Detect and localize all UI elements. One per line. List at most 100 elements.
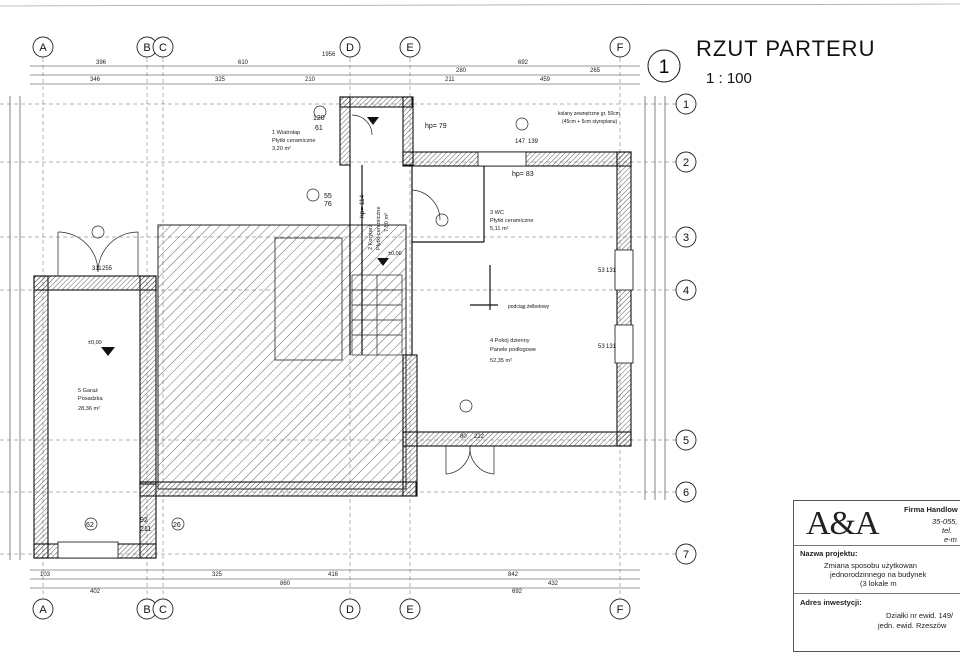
room-1-area: 3,20 m² xyxy=(272,146,291,152)
company-logo: A&A xyxy=(806,505,880,542)
opening-tags: 120 61 147 139 55 76 53 131 53 131 311 2… xyxy=(86,115,617,533)
firm-email: e-m xyxy=(944,535,957,544)
grid-bubble-row-7-label: 7 xyxy=(683,549,689,561)
room-4-name: 4 Pokój dzienny xyxy=(490,338,530,344)
hp-79-label: hp= 79 xyxy=(425,123,447,130)
grid-bubble-col-f: F xyxy=(609,36,631,58)
project-line-3: (3 lokale m xyxy=(860,579,897,588)
grid-bubble-col-d: D xyxy=(339,598,361,620)
room-5-area: 28,36 m² xyxy=(78,406,100,412)
dimension-chain-left xyxy=(9,96,21,560)
room-1-name: 1 Wiatrołap xyxy=(272,130,300,136)
room-3-floor: Płytki ceramiczne xyxy=(490,218,534,224)
grid-bubble-col-d-label: D xyxy=(346,42,354,54)
sheet-border xyxy=(0,3,960,7)
grid-bubble-col-c: C xyxy=(152,598,174,620)
room-5-name: 5 Garaż xyxy=(78,388,98,394)
tag-circles xyxy=(84,105,529,531)
grid-bubble-col-c-label: C xyxy=(159,604,167,616)
grid-bubble-row-3-label: 3 xyxy=(683,232,689,244)
dim-label: 103 xyxy=(40,572,51,578)
opening-tag-sub: 139 xyxy=(528,139,539,145)
hp-114-label: hp= 114 xyxy=(359,194,366,218)
title-block-divider xyxy=(794,593,960,594)
grid-bubble-col-b-label: B xyxy=(143,42,150,54)
dimension-chain-right xyxy=(644,96,666,500)
dim-label: 692 xyxy=(518,60,529,66)
opening-tag: 92 xyxy=(140,517,148,524)
level-label: ±0,00 xyxy=(388,251,402,257)
grid-bubble-col-d-label: D xyxy=(346,604,354,616)
drawing-title: RZUT PARTERU xyxy=(696,36,876,61)
dim-label: 325 xyxy=(212,572,223,578)
grid-bubble-col-a: A xyxy=(32,36,54,58)
opening-tag: 147 xyxy=(515,139,526,145)
address-line-1: Działki nr ewid. 149/ xyxy=(886,611,954,620)
level-label-garage: ±0,00 xyxy=(88,340,102,346)
address-line-2: jedn. ewid. Rzeszów xyxy=(878,621,947,630)
sheet-number: 1 xyxy=(659,57,670,78)
grid-bubble-col-e: E xyxy=(399,36,421,58)
dim-label: 842 xyxy=(508,572,519,578)
dim-label: 265 xyxy=(590,68,601,74)
room-1-floor: Płytki ceramiczne xyxy=(272,138,316,144)
room-3-area: 5,11 m² xyxy=(490,226,509,232)
room-2-area: 7,50 m² xyxy=(384,213,390,232)
grid-bubble-row-2-label: 2 xyxy=(683,157,689,169)
opening-tag: 120 xyxy=(313,115,325,122)
opening-tag: 62 xyxy=(86,522,94,529)
dim-label: 860 xyxy=(280,581,291,587)
opening-tag-sub: 131 xyxy=(606,344,617,350)
dim-label: 210 xyxy=(305,77,316,83)
wall-note-2: (45cm + 5cm styropianu) xyxy=(562,119,617,125)
grid-bubble-col-f: F xyxy=(609,598,631,620)
partitions xyxy=(349,165,498,355)
dimension-chain-top xyxy=(30,65,640,85)
firm-address: 35-055, xyxy=(932,517,958,526)
grid-bubble-row-4-label: 4 xyxy=(683,285,689,297)
grid-bubble-row-4: 4 xyxy=(675,279,697,301)
grid-bubble-row-6: 6 xyxy=(675,481,697,503)
room-4-area: 52,35 m² xyxy=(490,358,512,364)
windows xyxy=(57,151,634,559)
opening-tag-sub: 131 xyxy=(606,268,617,274)
opening-tag: 80 xyxy=(460,434,467,440)
opening-tag-sub: 222 xyxy=(474,434,485,440)
room-2-floor: Płytki ceramiczne xyxy=(376,206,382,250)
drawing-scale: 1 : 100 xyxy=(706,70,752,87)
grid-bubble-row-5: 5 xyxy=(675,429,697,451)
sheet-number-circle xyxy=(647,49,681,83)
investment-address-label: Adres inwestycji: xyxy=(800,598,862,607)
dim-label: 280 xyxy=(456,68,467,74)
dim-label: 346 xyxy=(90,77,101,83)
grid-bubble-col-a: A xyxy=(32,598,54,620)
grid-bubble-col-a-label: A xyxy=(39,42,47,54)
grid-bubble-col-c-label: C xyxy=(159,42,167,54)
grid-bubble-col-f-label: F xyxy=(617,604,624,616)
grid-bubble-row-6-label: 6 xyxy=(683,487,689,499)
grid-bubble-row-1-label: 1 xyxy=(683,99,689,111)
title-block: A&A Firma Handlow 35-055, tel. e-m Nazwa… xyxy=(793,500,960,652)
grid-bubble-row-7: 7 xyxy=(675,543,697,565)
grid-bubbles-right: 1 2 3 4 5 6 7 xyxy=(675,93,697,565)
opening-tag: 311 xyxy=(92,266,102,272)
grid-bubble-row-1: 1 xyxy=(675,93,697,115)
room-2-name: 2 Korytarz xyxy=(368,224,374,250)
opening-tag-sub: 255 xyxy=(102,266,113,272)
opening-tag: 26 xyxy=(173,522,181,529)
grid-bubble-col-e: E xyxy=(399,598,421,620)
room-labels: 1 Wiatrołap Płytki ceramiczne 3,20 m² 2 … xyxy=(78,130,536,412)
firm-name: Firma Handlow xyxy=(904,505,958,514)
opening-tag-sub: 211 xyxy=(140,526,151,533)
hp-83-label: hp= 83 xyxy=(512,171,534,178)
hatched-zones xyxy=(157,224,407,490)
grid-bubble-row-5-label: 5 xyxy=(683,435,689,447)
grid-bubble-col-d: D xyxy=(339,36,361,58)
dim-label: 416 xyxy=(328,572,339,578)
room-3-name: 3 WC xyxy=(490,210,504,216)
dim-label: 432 xyxy=(548,581,559,587)
opening-tag-sub: 76 xyxy=(324,201,332,208)
